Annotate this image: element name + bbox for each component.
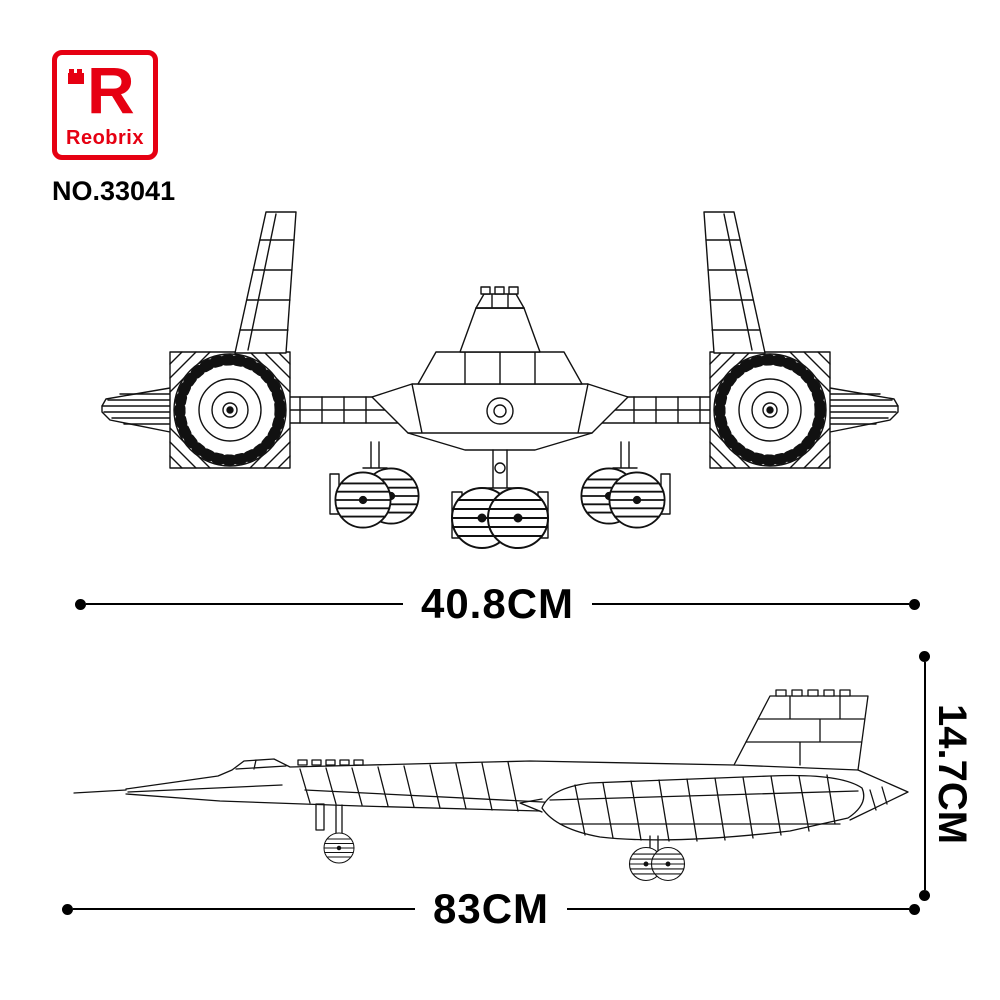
model-number: NO.33041 [52,176,176,206]
length-dimension: 83CM [62,885,921,932]
width-dimension-label: 40.8CM [420,580,575,627]
width-dimension: 40.8CM [75,583,920,625]
aircraft-front-view-drawing [101,211,899,549]
cockpit [459,286,541,353]
left-main-landing-gear [329,441,420,529]
left-vertical-stabilizer [234,211,297,354]
logo-letter: R [87,53,135,127]
right-vertical-stabilizer [703,211,766,354]
tail-fin [733,689,909,821]
dimension-endpoint-dot [909,903,921,915]
left-engine-nacelle [173,353,287,467]
dimension-endpoint-dot [919,890,930,901]
dimension-endpoint-dot [62,903,73,915]
dimension-endpoint-dot [75,598,86,610]
nose-gear-side [315,803,355,864]
height-dimension [919,651,930,901]
height-dimension-label: 14.7CM [930,703,974,845]
right-wingtip [829,387,899,433]
dimension-endpoint-dot [919,651,930,662]
aircraft-side-view-drawing [73,689,909,882]
nose-landing-gear [451,449,549,549]
length-dimension-label: 83CM [432,885,550,932]
engine-nacelle-side [519,774,865,842]
right-main-landing-gear [580,441,671,529]
left-wingtip [101,387,171,433]
fuselage-profile [73,758,735,812]
dimension-line [86,603,403,605]
dimension-line [567,908,910,910]
fuselage [371,351,629,451]
reobrix-logo: R Reobrix [52,50,158,160]
brand-name: Reobrix [66,127,144,149]
right-engine-nacelle [713,353,827,467]
dimension-line [592,603,909,605]
main-gear-side [628,835,686,882]
brick-icon [68,69,84,84]
dimension-endpoint-dot [909,598,920,610]
dimension-line [73,908,415,910]
dimension-line [923,662,926,890]
